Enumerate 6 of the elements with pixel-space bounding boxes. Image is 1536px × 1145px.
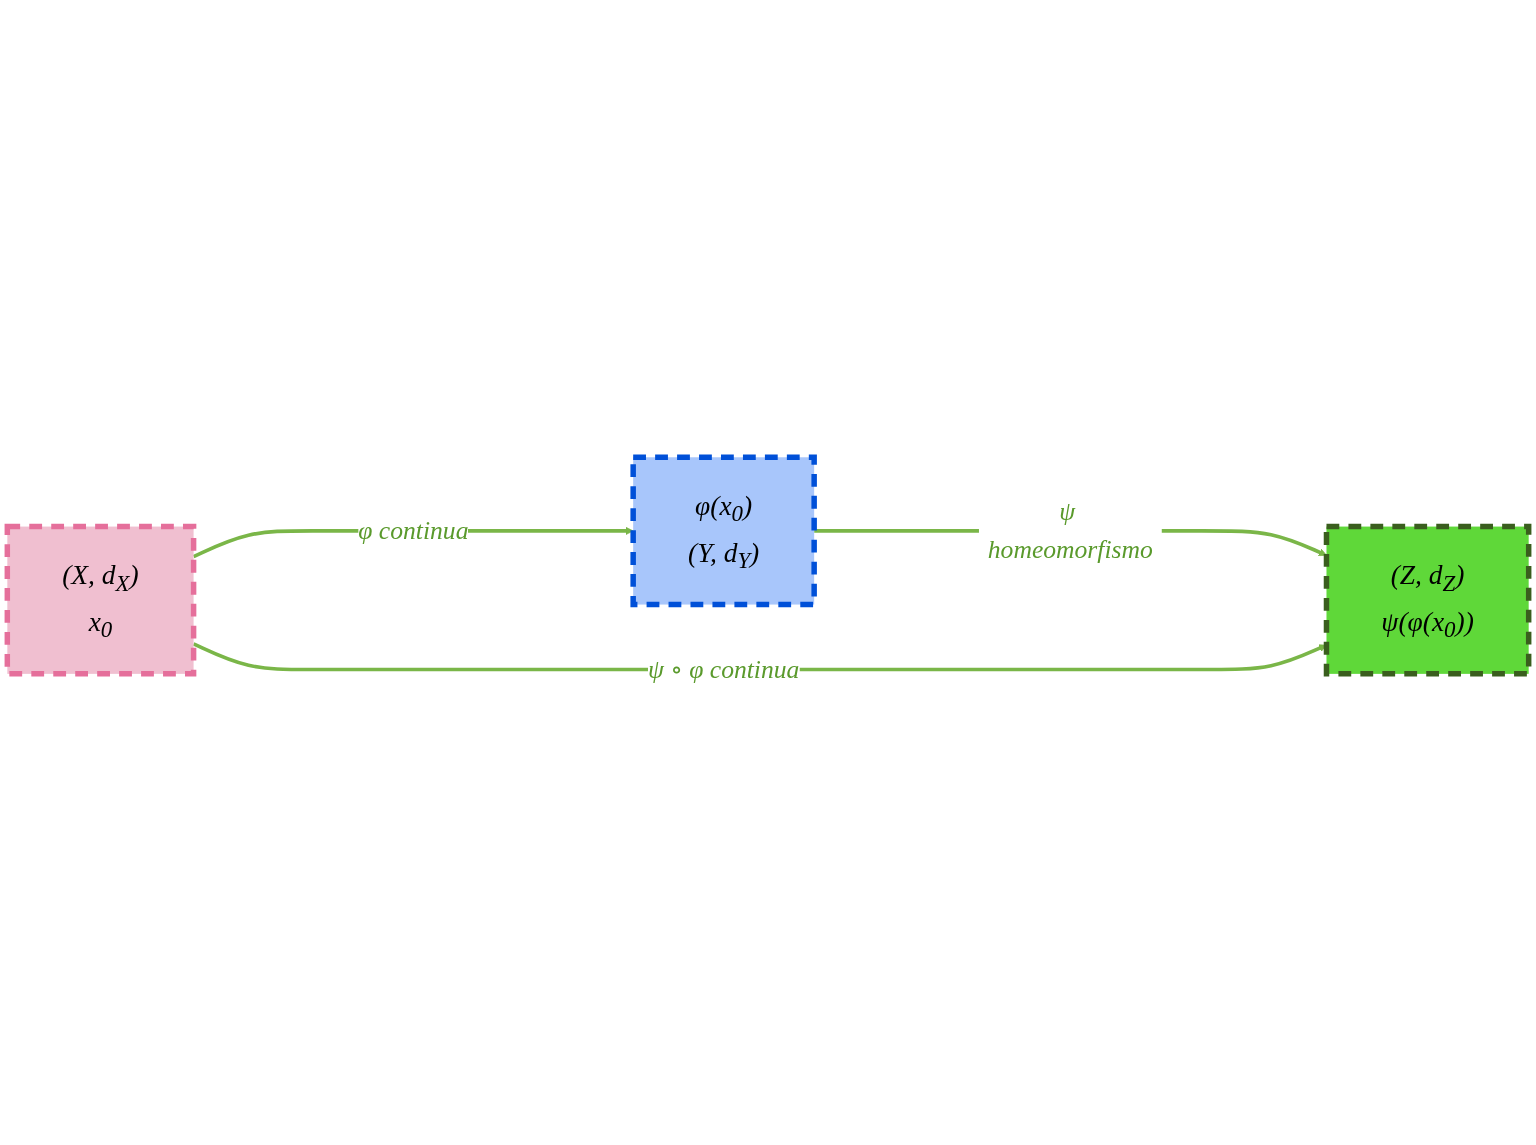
node-box: φ(x$_{0}$) (Y, d$_{Y}$) [630, 454, 817, 607]
node-box: (Z, d$_{Z}$) ψ(φ(x$_{0}$)) [1323, 523, 1532, 677]
edge-label: ψ homeomorfismo [987, 496, 1153, 564]
edge-label: φ continua [358, 515, 469, 545]
node-box: (X, d$_{X}$) x$_{0}$ [4, 523, 197, 677]
edge-label: ψ ∘ φ continua [647, 654, 800, 683]
